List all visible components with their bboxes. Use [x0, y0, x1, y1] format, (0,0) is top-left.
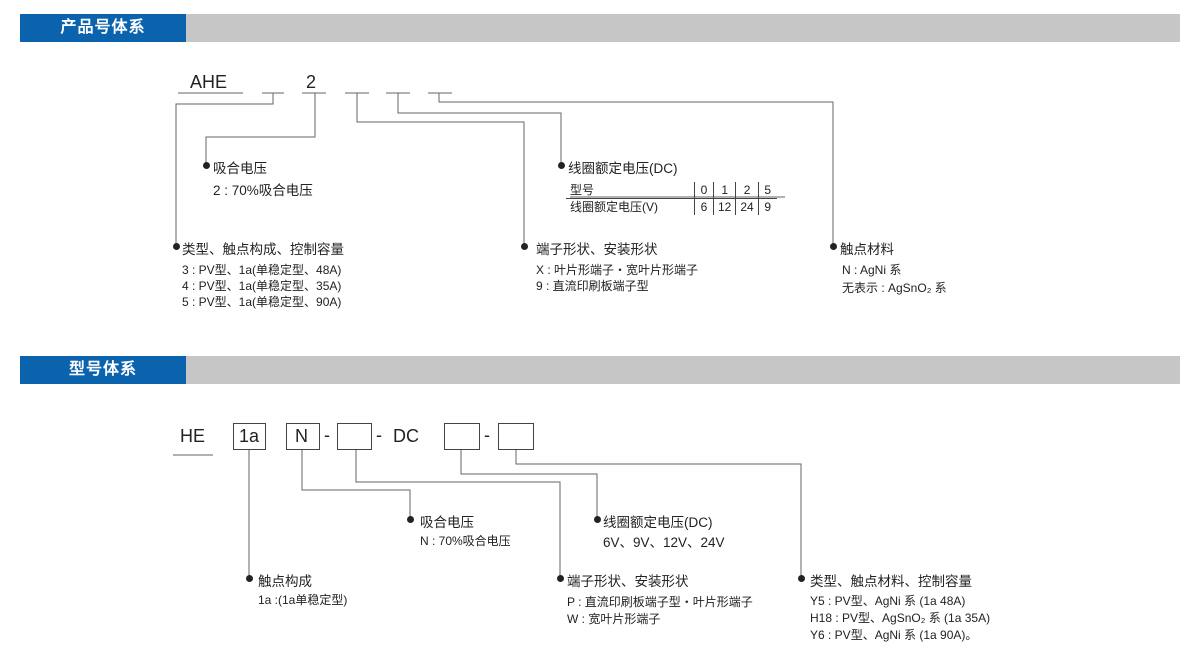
bullet-dot: [798, 575, 805, 582]
model-box-type: [498, 423, 534, 450]
model-box-terminal: [337, 423, 372, 450]
model-terminal-heading: 端子形状、安装形状: [567, 574, 689, 589]
bullet-dot: [203, 162, 210, 169]
bullet-dot: [830, 243, 837, 250]
model-code-prefix: HE: [180, 426, 206, 446]
coil-voltage-heading: 线圈额定电压(DC): [568, 161, 678, 176]
bullet-dot: [407, 516, 414, 523]
terminal-line: 9 : 直流印刷板端子型: [536, 279, 649, 293]
table-cell: 5: [757, 182, 777, 199]
bullet-dot: [173, 243, 180, 250]
type-line: 4 : PV型、1a(单稳定型、35A): [182, 279, 342, 293]
type-heading: 类型、触点构成、控制容量: [182, 242, 344, 257]
table-cell: 9: [757, 198, 777, 215]
table-cell: 12: [712, 198, 736, 215]
coil-voltage-table: 型号 0 1 2 5 线圈额定电压(V) 6 12 24 9: [566, 182, 777, 215]
attraction-voltage-heading: 吸合电压: [213, 161, 267, 176]
product-code-digit: 2: [306, 72, 317, 92]
model-box-contact: [233, 423, 266, 450]
table-cell: 6: [694, 198, 714, 215]
bullet-dot: [557, 575, 564, 582]
model-attraction-heading: 吸合电压: [420, 515, 474, 530]
model-coil-heading: 线圈额定电压(DC): [603, 515, 713, 530]
model-box-coil: [444, 423, 480, 450]
type-line: 3 : PV型、1a(单稳定型、48A): [182, 263, 342, 277]
model-terminal-line: P : 直流印刷板端子型・叶片形端子: [567, 595, 753, 609]
model-dash: -: [484, 425, 490, 445]
model-contact-line: 1a :(1a单稳定型): [258, 593, 348, 607]
table-cell: 1: [712, 182, 736, 199]
section-title-model-code: 型号体系: [20, 356, 186, 384]
contact-material-heading: 触点材料: [840, 242, 894, 257]
table-cell: 24: [735, 198, 759, 215]
bullet-dot: [246, 575, 253, 582]
bullet-dot: [521, 243, 528, 250]
model-box-attraction: [286, 423, 320, 450]
model-dc-label: DC: [393, 426, 419, 446]
contact-material-line: N : AgNi 系: [842, 263, 902, 277]
model-dash: -: [376, 425, 382, 445]
model-coil-line: 6V、9V、12V、24V: [603, 535, 725, 550]
bullet-dot: [594, 516, 601, 523]
table-row-label: 线圈额定电压(V): [570, 200, 658, 214]
model-type-line: Y5 : PV型、AgNi 系 (1a 48A): [810, 594, 966, 608]
model-type-line: Y6 : PV型、AgNi 系 (1a 90A)。: [810, 628, 978, 642]
table-cell: 0: [694, 182, 714, 199]
section-header-model-code: 型号体系: [20, 356, 1180, 384]
bullet-dot: [558, 162, 565, 169]
model-terminal-line: W : 宽叶片形端子: [567, 612, 661, 626]
contact-material-line: 无表示 : AgSnO₂ 系: [842, 281, 947, 295]
section-header-product-code: 产品号体系: [20, 14, 1180, 42]
type-line: 5 : PV型、1a(单稳定型、90A): [182, 295, 342, 309]
product-code-prefix: AHE: [190, 72, 228, 92]
model-dash: -: [324, 425, 330, 445]
model-type-heading: 类型、触点材料、控制容量: [810, 574, 972, 589]
model-contact-heading: 触点构成: [258, 574, 312, 589]
model-attraction-line: N : 70%吸合电压: [420, 534, 511, 548]
table-cell: 2: [735, 182, 759, 199]
model-type-line: H18 : PV型、AgSnO₂ 系 (1a 35A): [810, 611, 991, 625]
attraction-voltage-value: 2 : 70%吸合电压: [213, 183, 313, 198]
table-row-label: 型号: [566, 182, 695, 199]
section-title-product-code: 产品号体系: [20, 14, 186, 42]
terminal-heading: 端子形状、安装形状: [536, 242, 658, 257]
model-box-attraction-value: N: [295, 426, 308, 446]
terminal-line: X : 叶片形端子・宽叶片形端子: [536, 263, 699, 277]
model-box-contact-value: 1a: [239, 426, 260, 446]
